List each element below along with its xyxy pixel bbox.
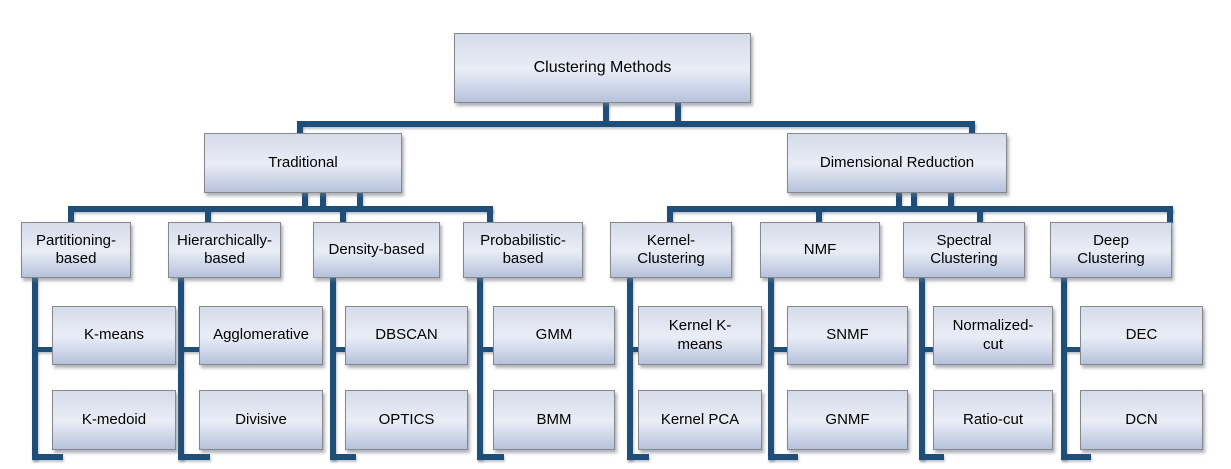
node-dec: DEC [1080, 306, 1203, 365]
node-spectral-clustering: Spectral Clustering [903, 222, 1025, 278]
node-k-medoid: K-medoid [52, 390, 176, 450]
connector-stub [357, 193, 363, 208]
connector-leaf-stub [631, 347, 640, 352]
connector-stub [896, 193, 902, 208]
node-optics: OPTICS [345, 390, 468, 450]
node-k-means: K-means [52, 306, 176, 365]
connector-drop [297, 123, 303, 134]
node-probabilistic-based: Probabilistic-based [463, 222, 583, 278]
node-kernel-k-means: Kernel K-means [638, 306, 762, 365]
node-density-based: Density-based [313, 222, 440, 278]
connector-leaf-stub [182, 347, 201, 352]
connector-leaf-stub [772, 347, 789, 352]
connector-trunk [32, 278, 38, 460]
node-kernel-clustering: Kernel-Clustering [610, 222, 732, 278]
node-hierarchically-based: Hierarchically-based [168, 222, 281, 278]
connector-stub [320, 193, 326, 208]
connector-root-stub [603, 103, 609, 123]
connector-drop [969, 123, 975, 134]
connector-trunk [627, 278, 633, 460]
connector-leaf-stub [923, 347, 935, 352]
node-bmm: BMM [493, 390, 615, 450]
connector-trunk [768, 278, 774, 460]
connector-drop [977, 208, 983, 223]
connector-stub [302, 193, 308, 208]
connector-trunk [919, 278, 925, 460]
connector-drop [205, 208, 211, 223]
connector-trunk [330, 278, 336, 460]
node-clustering-methods: Clustering Methods [454, 33, 751, 103]
connector-elbow [919, 454, 944, 460]
connector-leaf-stub [481, 347, 495, 352]
connector-root-rail [297, 121, 975, 127]
node-dbscan: DBSCAN [345, 306, 468, 365]
connector-rail [68, 206, 493, 212]
connector-elbow [627, 454, 649, 460]
connector-drop [816, 208, 822, 223]
node-traditional: Traditional [204, 133, 402, 193]
connector-leaf-stub [334, 347, 347, 352]
node-snmf: SNMF [787, 306, 908, 365]
connector-drop [68, 208, 74, 223]
node-gmm: GMM [493, 306, 615, 365]
node-ratio-cut: Ratio-cut [933, 390, 1053, 450]
connector-drop [667, 208, 673, 223]
node-dcn: DCN [1080, 390, 1203, 450]
connector-elbow [330, 454, 356, 460]
node-partitioning-based: Partitioning-based [21, 222, 131, 278]
connector-trunk [477, 278, 483, 460]
connector-stub [911, 193, 917, 208]
connector-leaf-stub [1065, 347, 1082, 352]
connector-leaf-stub [36, 347, 54, 352]
connector-elbow [1061, 454, 1091, 460]
node-kernel-pca: Kernel PCA [638, 390, 762, 450]
connector-drop [487, 208, 493, 223]
node-dimensional-reduction: Dimensional Reduction [787, 133, 1007, 193]
node-nmf: NMF [760, 222, 880, 278]
connector-root-stub [675, 103, 681, 123]
connector-drop [1167, 208, 1173, 223]
connector-stub [948, 193, 954, 208]
connector-trunk [178, 278, 184, 460]
connector-drop [340, 208, 346, 223]
node-deep-clustering: Deep Clustering [1050, 222, 1172, 278]
connector-elbow [178, 454, 210, 460]
node-agglomerative: Agglomerative [199, 306, 323, 365]
connector-elbow [477, 454, 504, 460]
connector-rail [667, 206, 1173, 212]
connector-elbow [32, 454, 63, 460]
node-gnmf: GNMF [787, 390, 908, 450]
node-normalized-cut: Normalized-cut [933, 306, 1053, 365]
connector-trunk [1061, 278, 1067, 460]
node-divisive: Divisive [199, 390, 323, 450]
connector-elbow [768, 454, 798, 460]
